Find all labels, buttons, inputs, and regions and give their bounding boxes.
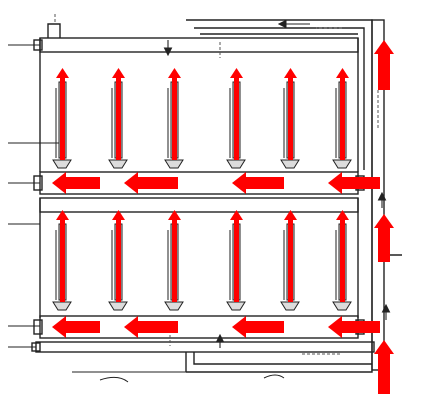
red-arrow-up-head [56, 68, 69, 78]
bottom-return-pipe [35, 341, 375, 353]
top-manifold-inner [194, 27, 365, 170]
stand-cup [52, 301, 72, 311]
red-arrow-left-head [124, 316, 138, 338]
dashed-lines [54, 14, 379, 355]
stand-cup [164, 159, 184, 169]
red-arrow-left [340, 321, 380, 333]
red-arrow-up [340, 76, 345, 160]
stand-cup [332, 159, 352, 169]
red-arrow-up [172, 76, 177, 160]
red-arrow-left-head [52, 316, 66, 338]
red-arrow-left [136, 177, 178, 189]
red-riser-arrow [378, 352, 390, 394]
stand-cup [226, 301, 246, 311]
red-arrow-up [116, 76, 121, 160]
red-arrow-up-head [230, 68, 243, 78]
red-arrow-up-head [284, 210, 297, 220]
red-arrow-group [52, 40, 394, 394]
red-riser-arrow-head [374, 214, 394, 228]
red-arrow-up [234, 76, 239, 160]
red-riser-arrow-head [374, 340, 394, 354]
red-arrow-up-head [168, 68, 181, 78]
red-arrow-left-head [232, 172, 246, 194]
red-arrow-up-head [230, 210, 243, 220]
red-arrow-left [244, 177, 284, 189]
red-riser-arrow [378, 226, 390, 262]
red-arrow-up [60, 76, 65, 160]
stand-cup [108, 301, 128, 311]
red-arrow-left [244, 321, 284, 333]
red-arrow-up-head [168, 210, 181, 220]
red-arrow-left [64, 321, 100, 333]
red-arrow-up-head [112, 210, 125, 220]
bottom-curve [263, 374, 285, 379]
red-riser-arrow [378, 52, 390, 90]
red-arrow-up-head [56, 210, 69, 220]
stand-cup [226, 159, 246, 169]
red-arrow-up [340, 218, 345, 302]
red-arrow-left-head [328, 316, 342, 338]
stand-cup [332, 301, 352, 311]
stand-cup [280, 301, 300, 311]
red-arrow-up [234, 218, 239, 302]
red-arrow-up [116, 218, 121, 302]
red-arrow-up-head [336, 210, 349, 220]
red-arrow-up [60, 218, 65, 302]
bottom-frame-inner [193, 352, 372, 365]
bottom-hints [99, 374, 285, 383]
red-arrow-up [288, 76, 293, 160]
stand-cup [52, 159, 72, 169]
flow-indicators [163, 19, 391, 348]
red-arrow-up-head [284, 68, 297, 78]
red-arrow-left [136, 321, 178, 333]
leader-lines [8, 44, 62, 348]
red-arrow-up [172, 218, 177, 302]
upper-header [39, 37, 359, 53]
lower-header [39, 197, 359, 213]
lower-collector-cap-left [33, 319, 43, 335]
stand-cup [280, 159, 300, 169]
bottom-curve [99, 376, 129, 383]
red-arrow-up-head [336, 68, 349, 78]
red-arrow-left-head [124, 172, 138, 194]
red-arrow-left-head [52, 172, 66, 194]
stand-group [52, 81, 352, 311]
red-arrow-left-head [328, 172, 342, 194]
red-riser-arrow-head [374, 40, 394, 54]
red-arrow-left-head [232, 316, 246, 338]
red-arrow-up [288, 218, 293, 302]
stand-cup [164, 301, 184, 311]
red-arrow-up-head [112, 68, 125, 78]
frame [31, 19, 402, 373]
red-arrow-left [64, 177, 100, 189]
red-arrow-left [340, 177, 380, 189]
top-inlet-stub [47, 23, 61, 38]
stand-cup [108, 159, 128, 169]
